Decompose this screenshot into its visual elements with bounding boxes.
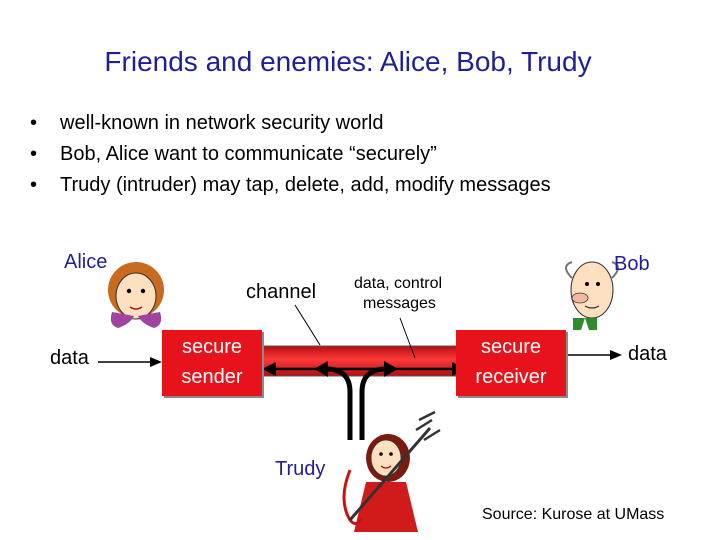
sender-line1: secure: [181, 336, 243, 358]
data-out-label: data: [628, 343, 667, 365]
data-control-pointer-line: [399, 317, 416, 359]
trudy-tap-left-head: [314, 361, 328, 377]
trudy-tap-right: [359, 366, 387, 440]
bullet-item: • Bob, Alice want to communicate “securel…: [30, 139, 551, 170]
data-control-label-line1: data, control: [354, 275, 443, 292]
bob-label: Bob: [614, 253, 650, 275]
secure-sender-box: secure sender: [162, 330, 262, 396]
receiver-line2: receiver: [475, 366, 547, 388]
data-out-arrow-head: [610, 350, 622, 360]
trudy-tap-left: [325, 366, 353, 440]
channel-label: channel: [246, 281, 317, 303]
alice-label: Alice: [64, 251, 108, 273]
bullet-list: • well-known in network security world • B…: [30, 108, 551, 201]
bullet-dot-icon: •: [30, 174, 38, 196]
trudy-label: Trudy: [275, 458, 326, 480]
data-in-label: data: [50, 347, 89, 369]
trudy-tap-right-head: [384, 361, 398, 377]
bullet-item: • well-known in network security world: [30, 108, 551, 139]
bob-figure: [565, 261, 619, 330]
bullet-text: Trudy (intruder) may tap, delete, add, m…: [60, 174, 551, 196]
bullet-item: • Trudy (intruder) may tap, delete, add, …: [30, 170, 551, 201]
channel-pointer-line: [294, 304, 321, 346]
trudy-figure: [342, 410, 441, 532]
bullet-text: Bob, Alice want to communicate “securely…: [60, 143, 437, 165]
data-in-arrow-head: [150, 357, 162, 367]
bullet-dot-icon: •: [30, 143, 38, 165]
channel-arrow-left-head: [262, 362, 276, 376]
secure-receiver-box: secure receiver: [456, 330, 566, 396]
slide-title: Friends and enemies: Alice, Bob, Trudy: [104, 46, 592, 77]
source-credit: Source: Kurose at UMass: [482, 506, 665, 523]
sender-line2: sender: [181, 366, 243, 388]
bullet-dot-icon: •: [30, 112, 38, 134]
receiver-line1: secure: [480, 336, 542, 358]
channel-pipe: [261, 345, 463, 377]
data-control-label-line2: messages: [363, 295, 436, 312]
alice-figure: [108, 262, 164, 328]
bullet-text: well-known in network security world: [60, 112, 384, 134]
